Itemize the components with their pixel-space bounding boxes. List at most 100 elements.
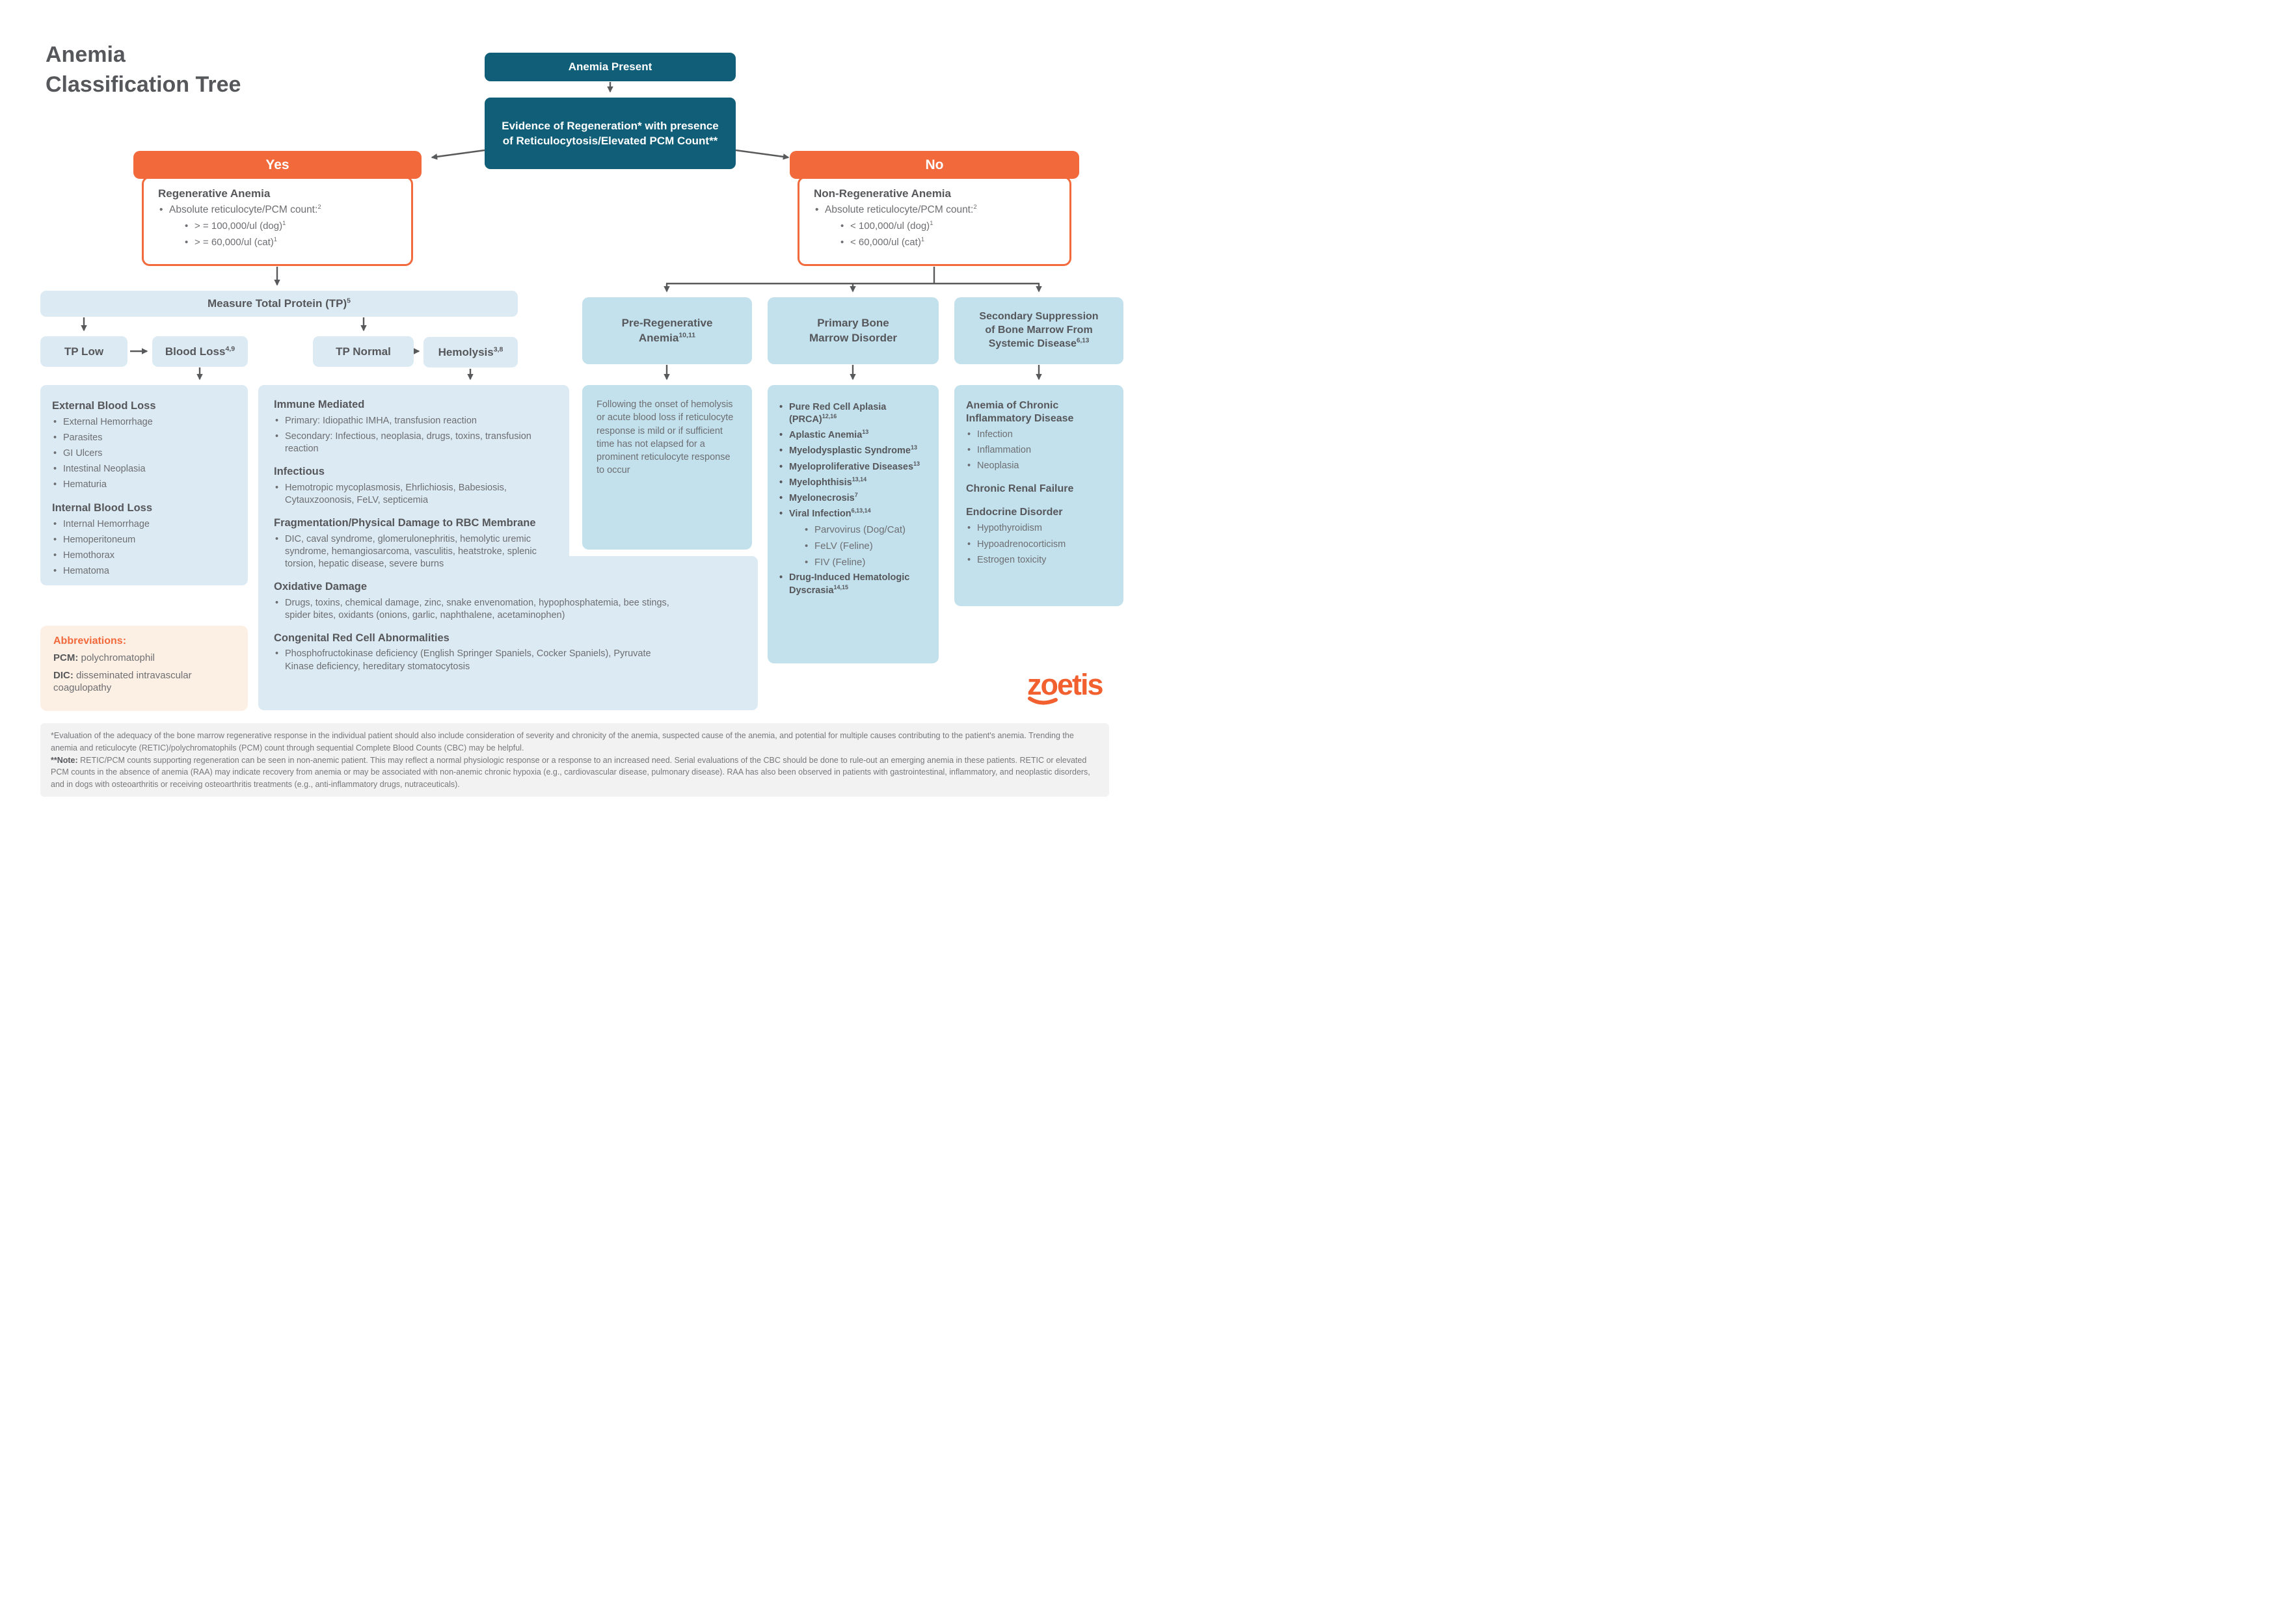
list-item: Intestinal Neoplasia: [52, 463, 236, 475]
list-item: FeLV (Feline): [803, 540, 930, 553]
group-heading: Chronic Renal Failure: [966, 483, 1074, 495]
group-list: Infection Inflammation Neoplasia: [966, 429, 1112, 473]
list-item: Hypothyroidism: [966, 522, 1112, 535]
list-item: Aplastic Anemia13: [778, 429, 930, 442]
list-item: GI Ulcers: [52, 447, 236, 460]
non-regenerative-anemia-sublist: < 100,000/ul (dog)1 < 60,000/ul (cat)1: [839, 220, 1059, 249]
section-heading: Oxidative Damage: [274, 580, 368, 592]
section-heading: Fragmentation/Physical Damage to RBC Mem…: [274, 516, 536, 529]
list-item: Parvovirus (Dog/Cat): [803, 524, 930, 537]
list-item: Hemoperitoneum: [52, 534, 236, 546]
zoetis-logo-swoosh: [1028, 697, 1058, 705]
section-heading: Infectious: [274, 466, 325, 477]
page-title-line2: Classification Tree: [46, 72, 241, 97]
non-regenerative-anemia-card: Non-Regenerative Anemia Absolute reticul…: [798, 176, 1071, 266]
node-measure-total-protein: Measure Total Protein (TP)5: [40, 291, 518, 317]
primary-bm-list: Pure Red Cell Aplasia (PRCA)12,16 Aplast…: [778, 401, 930, 597]
list-item: Drugs, toxins, chemical damage, zinc, sn…: [274, 597, 680, 622]
list-item: Hemothorax: [52, 550, 236, 562]
list-item: Hemotropic mycoplasmosis, Ehrlichiosis, …: [274, 482, 560, 507]
list-item: Myeloproliferative Diseases13: [778, 460, 930, 473]
list-item: Myelonecrosis7: [778, 492, 930, 505]
node-evidence-label: Evidence of Regeneration* with presence …: [502, 119, 719, 147]
node-hemolysis: Hemolysis3,8: [423, 337, 518, 367]
branch-no-label: No: [925, 157, 944, 172]
list-item: Infection: [966, 429, 1112, 441]
non-regenerative-anemia-heading: Non-Regenerative Anemia: [814, 187, 951, 200]
branch-yes-label: Yes: [265, 157, 289, 172]
section-oxidative-damage: Oxidative Damage Drugs, toxins, chemical…: [274, 580, 742, 622]
section-list: Primary: Idiopathic IMHA, transfusion re…: [274, 415, 560, 455]
header-secondary-suppression: Secondary Suppression of Bone Marrow Fro…: [954, 297, 1123, 364]
list-item: Pure Red Cell Aplasia (PRCA)12,16: [778, 401, 930, 426]
viral-infection-sublist: Parvovirus (Dog/Cat) FeLV (Feline) FIV (…: [803, 524, 930, 568]
list-item: Primary: Idiopathic IMHA, transfusion re…: [274, 415, 560, 427]
hemolysis-causes-content: Immune Mediated Primary: Idiopathic IMHA…: [258, 385, 758, 710]
node-tp-low: TP Low: [40, 336, 128, 367]
section-infectious: Infectious Hemotropic mycoplasmosis, Ehr…: [274, 465, 742, 507]
regenerative-anemia-sublist: > = 100,000/ul (dog)1 > = 60,000/ul (cat…: [183, 220, 401, 249]
list-item: External Hemorrhage: [52, 416, 236, 429]
list-item: Phosphofructokinase deficiency (English …: [274, 648, 680, 672]
external-blood-loss-heading: External Blood Loss: [52, 400, 156, 412]
list-item: Secondary: Infectious, neoplasia, drugs,…: [274, 431, 560, 455]
list-item: Hematoma: [52, 565, 236, 578]
internal-blood-loss-list: Internal Hemorrhage Hemoperitoneum Hemot…: [52, 518, 236, 578]
zoetis-logo-graphic: zoetis: [1027, 668, 1105, 705]
anemia-classification-tree-page: Anemia Classification Tree Anemia Presen…: [0, 0, 1141, 812]
header-pre-regenerative-anemia: Pre-Regenerative Anemia10,11: [582, 297, 752, 364]
blood-loss-detail-box: External Blood Loss External Hemorrhage …: [40, 385, 248, 585]
list-item: Hematuria: [52, 479, 236, 491]
regenerative-anemia-list: Absolute reticulocyte/PCM count:2 > = 10…: [158, 204, 401, 249]
section-list: Drugs, toxins, chemical damage, zinc, sn…: [274, 597, 680, 622]
zoetis-logo-text: zoetis: [1027, 668, 1103, 701]
primary-bone-marrow-disorder-box: Pure Red Cell Aplasia (PRCA)12,16 Aplast…: [768, 385, 939, 663]
list-item: > = 60,000/ul (cat)1: [183, 236, 401, 249]
list-item: < 60,000/ul (cat)1: [839, 236, 1059, 249]
group-heading: Anemia of Chronic Inflammatory Disease: [966, 400, 1074, 424]
list-item: Absolute reticulocyte/PCM count:2 > = 10…: [158, 204, 401, 249]
hemolysis-causes-box-lower: [258, 556, 758, 710]
header-primary-bone-marrow-disorder: Primary Bone Marrow Disorder: [768, 297, 939, 364]
section-list: Hemotropic mycoplasmosis, Ehrlichiosis, …: [274, 482, 560, 507]
footnote-paragraph-2: **Note: RETIC/PCM counts supporting rege…: [51, 755, 1090, 790]
list-item: Myelodysplastic Syndrome13: [778, 445, 930, 458]
section-heading: Congenital Red Cell Abnormalities: [274, 632, 450, 644]
section-list: Phosphofructokinase deficiency (English …: [274, 648, 680, 672]
list-item: Parasites: [52, 432, 236, 444]
list-item: < 100,000/ul (dog)1: [839, 220, 1059, 233]
footnote-bar: *Evaluation of the adequacy of the bone …: [40, 723, 1109, 797]
footnote-paragraph-1: *Evaluation of the adequacy of the bone …: [51, 731, 1074, 752]
page-title: Anemia Classification Tree: [46, 40, 325, 100]
section-immune-mediated: Immune Mediated Primary: Idiopathic IMHA…: [274, 398, 742, 455]
list-item: Estrogen toxicity: [966, 554, 1112, 566]
section-fragmentation: Fragmentation/Physical Damage to RBC Mem…: [274, 516, 742, 570]
list-item: Neoplasia: [966, 460, 1112, 472]
group-heading: Endocrine Disorder: [966, 507, 1063, 518]
branch-no-header: No: [790, 151, 1079, 179]
list-item: Hypoadrenocorticism: [966, 539, 1112, 551]
node-anemia-present: Anemia Present: [485, 53, 736, 81]
section-congenital-abnormalities: Congenital Red Cell Abnormalities Phosph…: [274, 632, 742, 673]
secondary-suppression-box: Anemia of Chronic Inflammatory Disease I…: [954, 385, 1123, 606]
branch-yes-header: Yes: [133, 151, 422, 179]
list-item: DIC, caval syndrome, glomerulonephritis,…: [274, 533, 560, 570]
node-evidence-of-regeneration: Evidence of Regeneration* with presence …: [485, 98, 736, 169]
list-item: Inflammation: [966, 444, 1112, 457]
non-regenerative-anemia-list: Absolute reticulocyte/PCM count:2 < 100,…: [814, 204, 1059, 249]
zoetis-logo: zoetis: [1026, 667, 1120, 708]
list-item: FIV (Feline): [803, 556, 930, 569]
abbreviation-entry: PCM: polychromatophil: [53, 652, 155, 663]
regenerative-anemia-heading: Regenerative Anemia: [158, 187, 271, 200]
abbreviations-title: Abbreviations:: [53, 635, 127, 646]
list-item: Viral Infection6,13,14 Parvovirus (Dog/C…: [778, 508, 930, 569]
pre-regenerative-anemia-text: Following the onset of hemolysis or acut…: [597, 399, 734, 476]
regenerative-anemia-card: Regenerative Anemia Absolute reticulocyt…: [142, 176, 413, 266]
abbreviation-entry: DIC: disseminated intravascular coagulop…: [53, 669, 192, 694]
group-list: Hypothyroidism Hypoadrenocorticism Estro…: [966, 522, 1112, 566]
list-item: Internal Hemorrhage: [52, 518, 236, 531]
page-title-line1: Anemia: [46, 42, 126, 67]
list-item: Myelophthisis13,14: [778, 476, 930, 489]
list-item: Absolute reticulocyte/PCM count:2 < 100,…: [814, 204, 1059, 249]
node-tp-normal: TP Normal: [313, 336, 414, 367]
